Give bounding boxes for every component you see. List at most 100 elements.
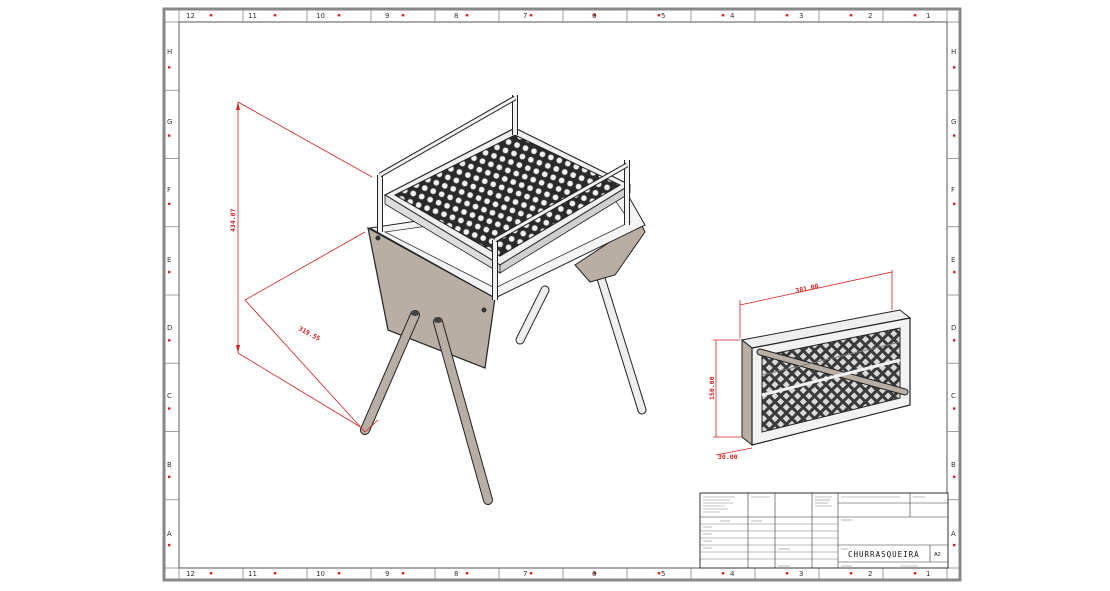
leg-back-right-fill xyxy=(596,271,646,414)
zone-top-label: 6 xyxy=(592,12,597,20)
rail-front-fill xyxy=(494,163,628,242)
zone-marker xyxy=(953,270,956,274)
dimensions-main: 434.07 319.55 xyxy=(229,101,379,433)
zone-marker xyxy=(401,14,405,17)
zone-ticks xyxy=(164,9,960,580)
bolt xyxy=(481,307,487,313)
zone-marker xyxy=(168,407,171,410)
rail-back-fill xyxy=(379,96,516,177)
zone-right-label: D xyxy=(951,324,956,332)
zone-right-label: C xyxy=(951,392,956,400)
isometric-view-grill xyxy=(360,95,647,505)
zone-marker xyxy=(168,66,171,69)
zone-top-label: 3 xyxy=(799,12,803,20)
zone-bottom-label: 1 xyxy=(926,570,930,578)
zone-marker xyxy=(953,543,956,547)
leg-front-right-fill xyxy=(434,318,492,504)
arrowhead xyxy=(236,102,240,110)
zone-labels-left: H G F E D C B A xyxy=(167,48,172,538)
grate-detail-crossbar xyxy=(761,358,901,397)
zone-marker xyxy=(273,14,277,17)
zone-bottom-label: 5 xyxy=(661,570,665,578)
zone-labels-top: 12 11 10 9 8 7 6 5 4 3 2 1 xyxy=(186,12,930,20)
zone-marker xyxy=(657,14,661,17)
dimension-line-depth xyxy=(244,299,366,433)
extension-line xyxy=(364,419,379,433)
dim-depth-label: 319.55 xyxy=(297,325,322,343)
zone-bottom-label: 4 xyxy=(730,570,735,578)
zone-top-label: 11 xyxy=(248,12,257,20)
zone-marker xyxy=(657,572,661,575)
dim-thickness-label: 30.00 xyxy=(718,453,738,461)
zone-top-label: 9 xyxy=(385,12,389,20)
zone-right-label: G xyxy=(951,118,956,126)
zone-right-label: H xyxy=(951,48,956,56)
zone-marker xyxy=(168,475,171,479)
extension-line xyxy=(244,231,366,301)
zone-labels-right: H G F E D C B A xyxy=(951,48,956,538)
zone-bottom-label: 7 xyxy=(523,570,527,578)
zone-marker xyxy=(273,572,277,575)
dim-height-label: 434.07 xyxy=(229,208,237,232)
zone-marker xyxy=(953,339,956,342)
extension-line xyxy=(237,101,373,178)
zone-top-label: 10 xyxy=(316,12,325,20)
zone-marker xyxy=(913,14,917,17)
zone-left-label: A xyxy=(167,530,172,538)
zone-marker xyxy=(913,572,917,575)
outer-border xyxy=(162,7,962,582)
zone-marker xyxy=(168,339,171,342)
zone-top-label: 1 xyxy=(926,12,930,20)
title-block: CHURRASQUEIRA A2 xyxy=(699,492,949,569)
bolt xyxy=(375,235,381,241)
zone-top-label: 5 xyxy=(661,12,665,20)
zone-bottom-label: 2 xyxy=(868,570,872,578)
zone-marker xyxy=(168,270,171,274)
zone-bottom-label: 10 xyxy=(316,570,325,578)
zone-marker xyxy=(401,572,405,575)
zone-bottom-label: 6 xyxy=(592,570,597,578)
zone-bottom-label: 9 xyxy=(385,570,389,578)
zone-top-label: 8 xyxy=(454,12,458,20)
zone-marker xyxy=(593,572,597,575)
firebox-left-panel xyxy=(367,226,496,369)
title-block-fine-print xyxy=(703,496,925,567)
zone-marker xyxy=(209,14,213,17)
dimensions-detail: 381.00 150.00 30.00 xyxy=(708,270,893,461)
zone-marker xyxy=(953,66,956,69)
zone-marker xyxy=(529,572,533,575)
zone-right-label: A xyxy=(951,530,956,538)
grate-detail-view xyxy=(740,309,912,447)
grate-detail-crossbar xyxy=(761,341,901,376)
zone-marker xyxy=(465,572,469,575)
extension-line xyxy=(237,352,363,429)
zone-top-label: 2 xyxy=(868,12,872,20)
zone-marker xyxy=(953,202,956,206)
zone-marker xyxy=(953,475,956,479)
drawing-title: CHURRASQUEIRA xyxy=(848,550,920,559)
dimension-line-width xyxy=(739,271,893,306)
zone-top-label: 4 xyxy=(730,12,735,20)
zone-left-label: E xyxy=(167,256,171,264)
grate-mesh xyxy=(393,134,622,257)
zone-right-label: B xyxy=(951,461,956,469)
leg-front-left-fill xyxy=(361,311,419,434)
zone-marker xyxy=(593,14,597,17)
zone-left-label: D xyxy=(167,324,172,332)
zone-left-label: H xyxy=(167,48,172,56)
arrowhead xyxy=(236,345,240,353)
zone-top-label: 7 xyxy=(523,12,527,20)
zone-marker xyxy=(953,134,956,137)
leg-top-cap xyxy=(433,317,443,323)
grate-detail-mesh xyxy=(761,327,901,433)
sheet-size: A2 xyxy=(934,552,941,558)
zone-left-label: B xyxy=(167,461,172,469)
inner-border xyxy=(178,21,948,569)
dimension-line-thickness xyxy=(715,447,753,456)
zone-left-label: C xyxy=(167,392,172,400)
zone-bottom-label: 11 xyxy=(248,570,257,578)
zone-marker xyxy=(785,572,789,575)
zone-left-label: G xyxy=(167,118,172,126)
zone-marker xyxy=(721,14,725,17)
